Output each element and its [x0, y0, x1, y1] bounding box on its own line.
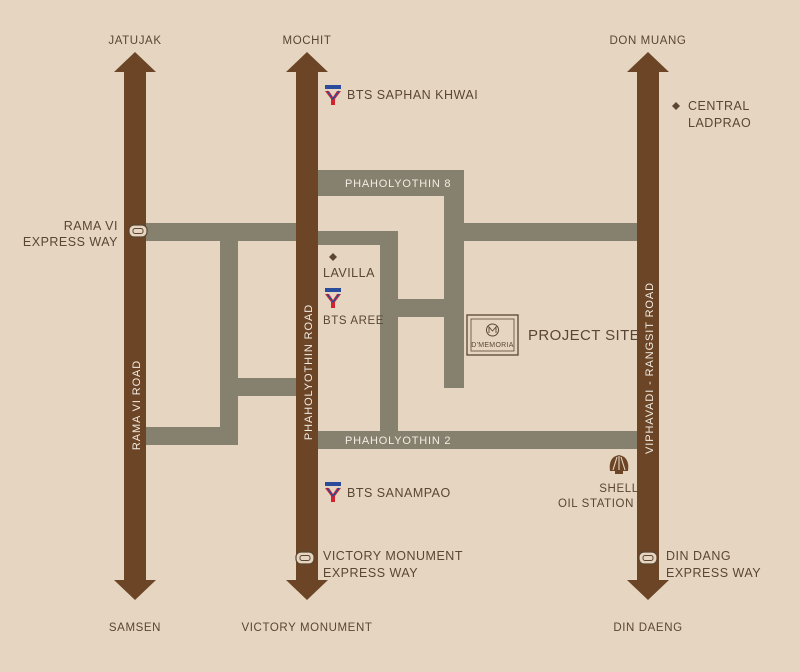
minor-roads: [136, 170, 638, 449]
road-segment: [318, 431, 638, 449]
project-site-marker: D'MEMORIA: [466, 314, 519, 356]
destination-samsen: SAMSEN: [109, 622, 161, 634]
din-dang-expressway-line2: EXPRESS WAY: [666, 566, 761, 580]
road-segment: [220, 378, 296, 396]
expressway-icon: [638, 551, 658, 565]
din-dang-expressway-line1: DIN DANG: [666, 549, 731, 563]
road-segment: [318, 231, 386, 245]
phaholyothin-2-label: PHAHOLYOTHIN 2: [345, 435, 451, 447]
bts-saphan-khwai-label: BTS SAPHAN KHWAI: [347, 88, 478, 102]
viphavadi-road-arrow: [627, 52, 669, 600]
destination-don-muang: DON MUANG: [610, 35, 687, 47]
road-segment: [386, 299, 450, 317]
destination-mochit: MOCHIT: [283, 35, 332, 47]
diamond-icon: [672, 102, 680, 110]
bts-logo-icon: [324, 84, 342, 106]
road-segment: [136, 223, 296, 241]
phaholyothin-road-arrow: [286, 52, 328, 600]
destination-jatujak: JATUJAK: [108, 35, 161, 47]
rama-vi-expressway-line1: RAMA VI: [64, 219, 118, 233]
central-ladprao-line1: CENTRAL: [688, 99, 750, 113]
rama-vi-road-label: RAMA VI ROAD: [131, 360, 143, 450]
rama-vi-expressway-line2: EXPRESS WAY: [23, 235, 118, 249]
road-segment: [444, 170, 464, 388]
phaholyothin-road-label: PHAHOLYOTHIN ROAD: [303, 304, 315, 440]
bts-logo-icon: [324, 287, 342, 309]
road-segment: [220, 223, 238, 445]
phaholyothin-8-label: PHAHOLYOTHIN 8: [345, 178, 451, 190]
victory-expressway-line2: EXPRESS WAY: [323, 566, 418, 580]
lavilla-label: LAVILLA: [323, 266, 375, 280]
expressway-icon: [295, 551, 315, 565]
project-logo-text: D'MEMORIA: [471, 342, 514, 349]
rama-vi-road-arrow: [114, 52, 156, 600]
bts-logo-icon: [324, 481, 342, 503]
main-roads: [114, 52, 669, 600]
project-site-label: PROJECT SITE: [528, 327, 640, 344]
destination-din-daeng: DIN DAENG: [613, 622, 682, 634]
central-ladprao-line2: LADPRAO: [688, 116, 751, 130]
diamond-icon: [329, 253, 337, 261]
road-segment: [136, 427, 238, 445]
road-segment: [380, 231, 398, 431]
shell-icon: [609, 455, 629, 474]
road-segment: [318, 170, 464, 196]
bts-sanampao-label: BTS SANAMPAO: [347, 486, 451, 500]
expressway-icon: [128, 224, 148, 238]
shell-line2: OIL STATION: [558, 498, 634, 510]
viphavadi-road-label: VIPHAVADI - RANGSIT ROAD: [644, 282, 656, 454]
destination-victory-monument: VICTORY MONUMENT: [241, 622, 372, 634]
shell-line1: SHELL: [599, 483, 638, 495]
road-segment: [464, 223, 638, 241]
victory-expressway-line1: VICTORY MONUMENT: [323, 549, 463, 563]
bts-aree-label: BTS AREE: [323, 315, 384, 327]
